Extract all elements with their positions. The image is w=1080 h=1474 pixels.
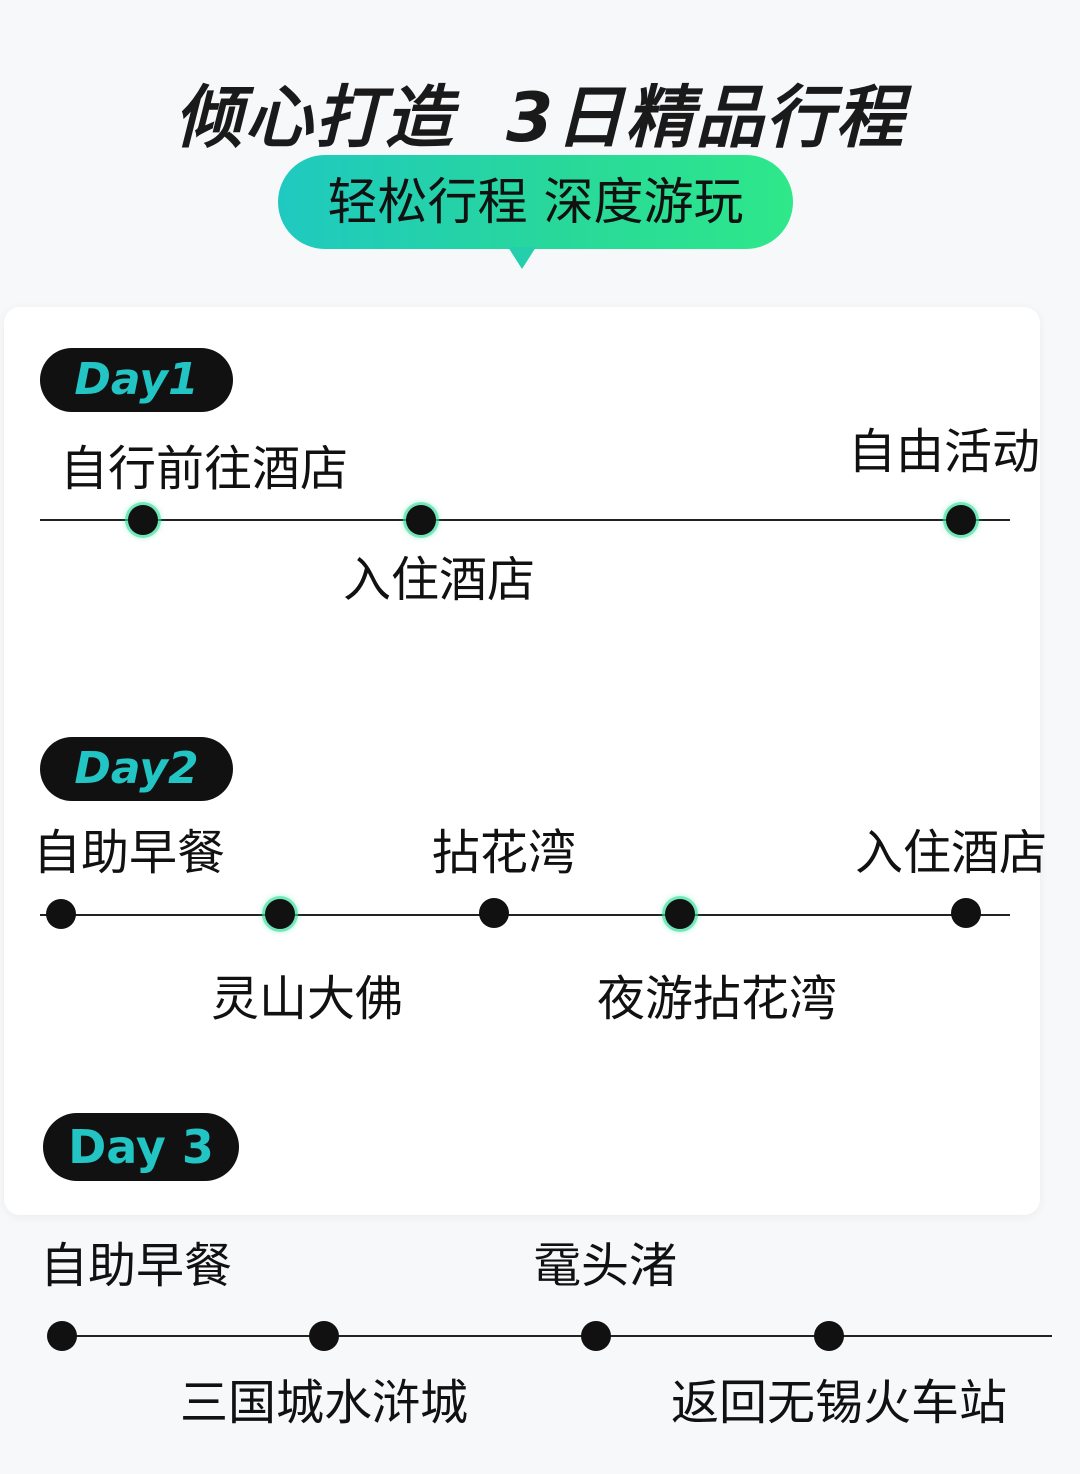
subtitle-tag: 轻松行程 深度游玩: [278, 155, 793, 249]
day3-stop-label-2: 三国城水浒城: [180, 1375, 469, 1431]
day1-stop-label-1: 自行前往酒店: [60, 441, 349, 497]
day1-stop-label-3: 自由活动: [848, 424, 1041, 480]
day2-stop-label-2: 灵山大佛: [211, 971, 404, 1027]
day1-stop-dot-2: [406, 505, 436, 535]
day2-stop-dot-2: [265, 899, 295, 929]
day2-badge: Day2: [40, 737, 233, 801]
day3-timeline: [48, 1335, 1052, 1337]
day2-stop-label-5: 入住酒店: [855, 825, 1048, 881]
day3-stop-dot-2: [309, 1321, 339, 1351]
day1-stop-dot-1: [128, 505, 158, 535]
day1-timeline: [40, 519, 1010, 521]
day2-stop-dot-5: [951, 898, 981, 928]
page-title: 倾心打造 3日精品行程: [174, 79, 906, 158]
tag-pointer: [508, 247, 536, 269]
day3-stop-label-3: 鼋头渚: [533, 1238, 678, 1294]
day2-stop-dot-1: [46, 899, 76, 929]
day3-badge: Day 3: [43, 1113, 239, 1181]
day3-stop-dot-4: [814, 1321, 844, 1351]
day2-stop-dot-4: [665, 899, 695, 929]
day1-stop-label-2: 入住酒店: [343, 552, 536, 608]
day3-stop-label-4: 返回无锡火车站: [671, 1375, 1008, 1431]
day2-stop-label-4: 夜游拈花湾: [597, 971, 838, 1027]
day2-timeline: [40, 914, 1010, 916]
day3-stop-dot-1: [47, 1321, 77, 1351]
day1-stop-dot-3: [946, 505, 976, 535]
day2-stop-dot-3: [479, 898, 509, 928]
day1-badge: Day1: [40, 348, 233, 412]
day2-stop-label-1: 自助早餐: [33, 825, 226, 881]
day3-stop-label-1: 自助早餐: [40, 1238, 233, 1294]
day3-stop-dot-3: [581, 1321, 611, 1351]
day2-stop-label-3: 拈花湾: [432, 825, 577, 881]
